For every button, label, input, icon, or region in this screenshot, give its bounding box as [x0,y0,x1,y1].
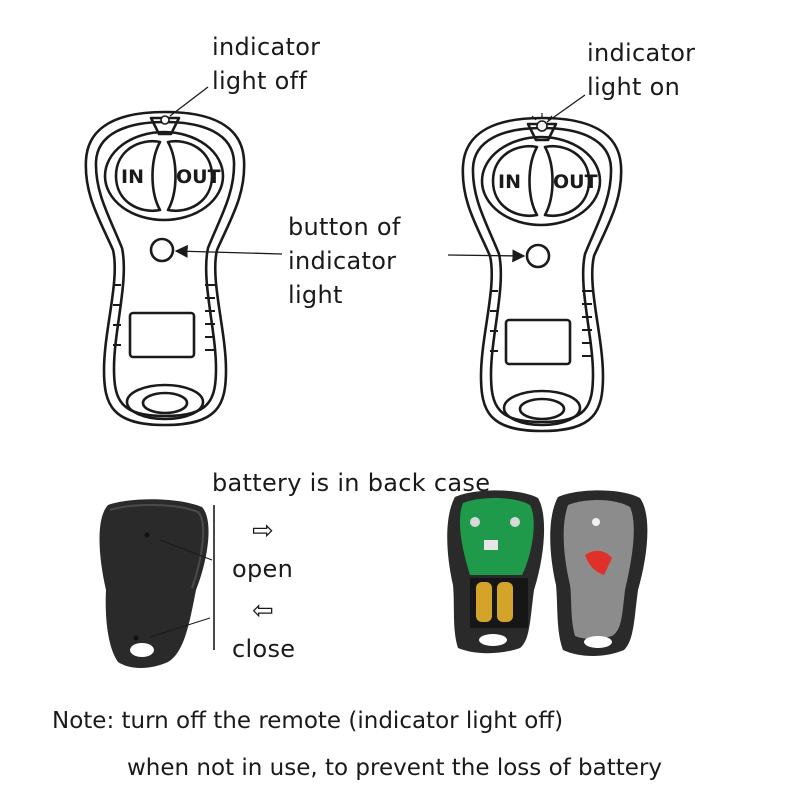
pointer-line-screw-top [159,539,213,561]
pointer-arrow-button-right [447,249,526,263]
remote-indicator-on [461,116,623,433]
pointer-line-screw-bottom [149,617,211,638]
label-indicator-light-on: indicator light on [587,39,696,101]
out-button-label-right: OUT [553,171,598,193]
in-button-label-left: IN [121,166,144,188]
pointer-line-indicator-on [546,94,586,123]
label-battery-in-back-case: battery is in back case [212,469,491,497]
out-button-label-left: OUT [176,166,221,188]
pointer-line-indicator-off [169,86,209,117]
indicator-light-on [536,120,548,132]
label-close: close [232,635,296,663]
indicator-light-off [160,115,170,125]
note-line-2: when not in use, to prevent the loss of … [127,755,663,781]
indicator-glow-icon [531,113,553,121]
label-open: open [232,555,294,583]
label-button-of-indicator-light: button of indicator light [288,213,401,309]
remote-open-back-cover [550,490,648,656]
remote-open-pcb [447,490,545,654]
in-button-label-right: IN [498,171,521,193]
remote-diagram: IN OUT IN OUT [84,86,648,668]
pointer-arrow-button-left [174,244,283,258]
remote-indicator-off [84,110,246,427]
arrow-left-icon: ⇦ [252,596,275,626]
note-line-1: Note: turn off the remote (indicator lig… [52,708,564,734]
remote-back-case [99,499,209,668]
arrow-right-icon: ⇨ [252,516,275,546]
label-indicator-light-off: indicator light off [212,33,321,95]
